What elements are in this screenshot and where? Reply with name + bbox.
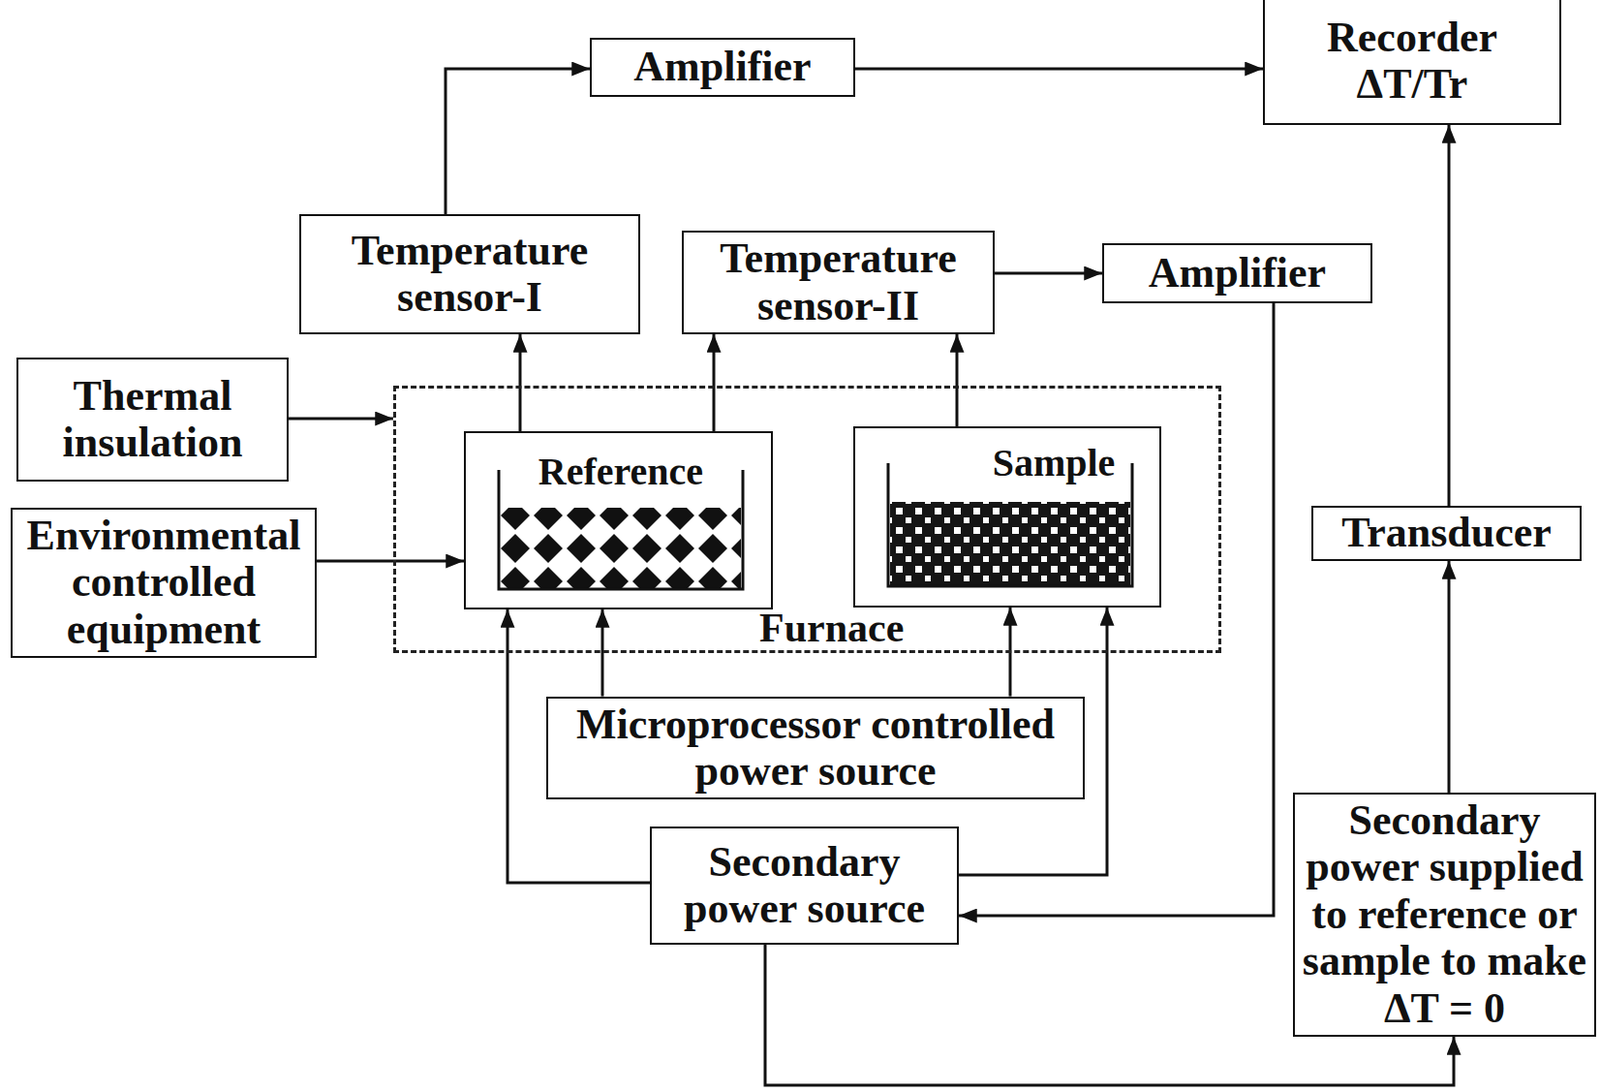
region-label: Furnace	[759, 605, 904, 650]
reference-material	[500, 507, 741, 588]
connector-arrow	[316, 559, 464, 563]
amplifier-box: Amplifier	[1102, 243, 1373, 304]
box-label: Temperature sensor-I	[314, 227, 625, 322]
reference-crucible: Reference	[463, 430, 773, 610]
box-label: Amplifier	[601, 43, 844, 91]
amplifier-box: Amplifier	[589, 37, 856, 97]
sensor-box: Temperature sensor-I	[299, 214, 641, 335]
connector-arrow	[1447, 124, 1451, 506]
insulation-box: Thermal insulation	[16, 357, 289, 482]
box-label: Amplifier	[1113, 249, 1361, 297]
connector-arrow	[519, 334, 523, 431]
connector-arrow	[994, 272, 1103, 276]
power-source-box: Secondary power source	[649, 826, 959, 945]
crucible-label: Reference	[498, 450, 743, 493]
box-label: Recorder ΔT/Tr	[1288, 14, 1537, 109]
box-label: Temperature sensor-II	[697, 235, 980, 330]
sample-material	[890, 501, 1131, 585]
transducer-box: Transducer	[1311, 505, 1582, 561]
connector-arrow	[855, 67, 1263, 71]
sensor-box: Temperature sensor-II	[681, 230, 995, 335]
note-box: Secondary power supplied to reference or…	[1292, 792, 1597, 1037]
connector-arrow	[958, 303, 1274, 916]
recorder-box: Recorder ΔT/Tr	[1262, 0, 1562, 125]
box-label: Secondary power source	[675, 838, 934, 933]
power-source-box: Microprocessor controlled power source	[546, 696, 1085, 800]
connector-arrow	[1447, 560, 1451, 793]
equipment-box: Environmental controlled equipment	[10, 507, 317, 658]
box-label: Thermal insulation	[28, 372, 277, 467]
box-label: Secondary power supplied to reference or…	[1300, 797, 1589, 1032]
connector-arrow	[955, 334, 959, 427]
box-label: Microprocessor controlled power source	[557, 701, 1074, 796]
connector-arrow	[288, 417, 394, 421]
connector-arrow	[712, 334, 716, 431]
connector-arrow	[445, 68, 590, 215]
box-label: Environmental controlled equipment	[20, 512, 308, 653]
furnace-region: Furnace Reference Sample	[393, 385, 1222, 653]
box-label: Transducer	[1323, 509, 1570, 556]
crucible-label: Sample	[942, 441, 1166, 485]
sample-crucible: Sample	[853, 426, 1162, 608]
